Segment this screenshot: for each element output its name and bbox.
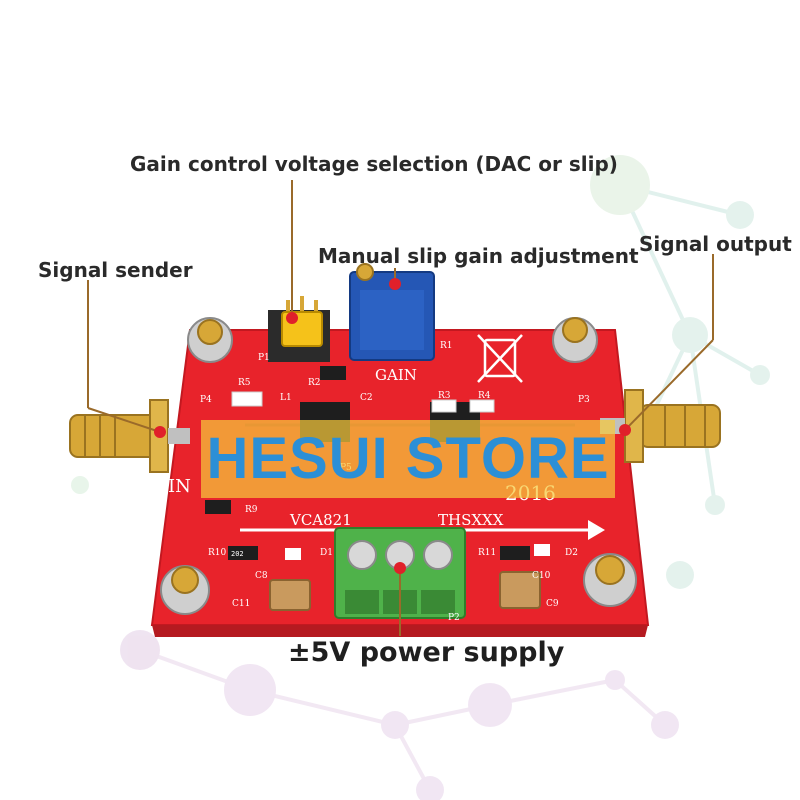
silk-c8: C8 [255,571,268,581]
store-watermark: HESUI STORE [201,420,615,498]
silk-in: IN [168,476,191,497]
silkscreen-labels: GAIN IN 2016 VCA821 THSXXX P1 P2 P3 P4 P… [168,341,590,623]
callout-gain-control: Gain control voltage selection (DAC or s… [130,152,618,176]
silk-d1: D1 [320,548,333,558]
silk-r10: R10 [208,548,227,558]
silk-l1: L1 [280,393,292,403]
silk-r3: R3 [438,391,451,401]
callout-dots [154,278,631,574]
silk-p4: P4 [200,395,212,405]
background-molecule-pattern [71,155,770,800]
silk-r4: R4 [478,391,491,401]
callout-manual-gain: Manual slip gain adjustment [318,244,639,268]
silk-ths: THSXXX [438,511,504,529]
silk-r1: R1 [440,341,453,351]
silk-p3: P3 [578,395,590,405]
silk-r9: R9 [245,505,258,515]
callout-power-supply: ±5V power supply [288,637,565,668]
silk-c10: C10 [532,571,551,581]
callout-signal-sender: Signal sender [38,258,193,282]
silk-p2: P2 [448,613,460,623]
silk-p1: P1 [258,353,270,363]
silk-r2: R2 [308,378,321,388]
silk-c9: C9 [546,599,559,609]
trimmer-potentiometer [349,263,435,361]
silk-smd-202: 202 [231,550,244,558]
silk-d2: D2 [565,548,578,558]
silk-vca: VCA821 [289,511,352,529]
mounting-screws [160,317,637,615]
callout-lines [87,180,714,636]
silk-r11: R11 [478,548,496,558]
silk-c2: C2 [360,393,373,403]
jumper-header [268,296,330,362]
silk-gain: GAIN [375,366,417,384]
silk-c11: C11 [232,599,250,609]
silk-r5: R5 [238,378,251,388]
sma-connector-input [69,399,190,473]
callout-signal-output: Signal output [639,232,792,256]
